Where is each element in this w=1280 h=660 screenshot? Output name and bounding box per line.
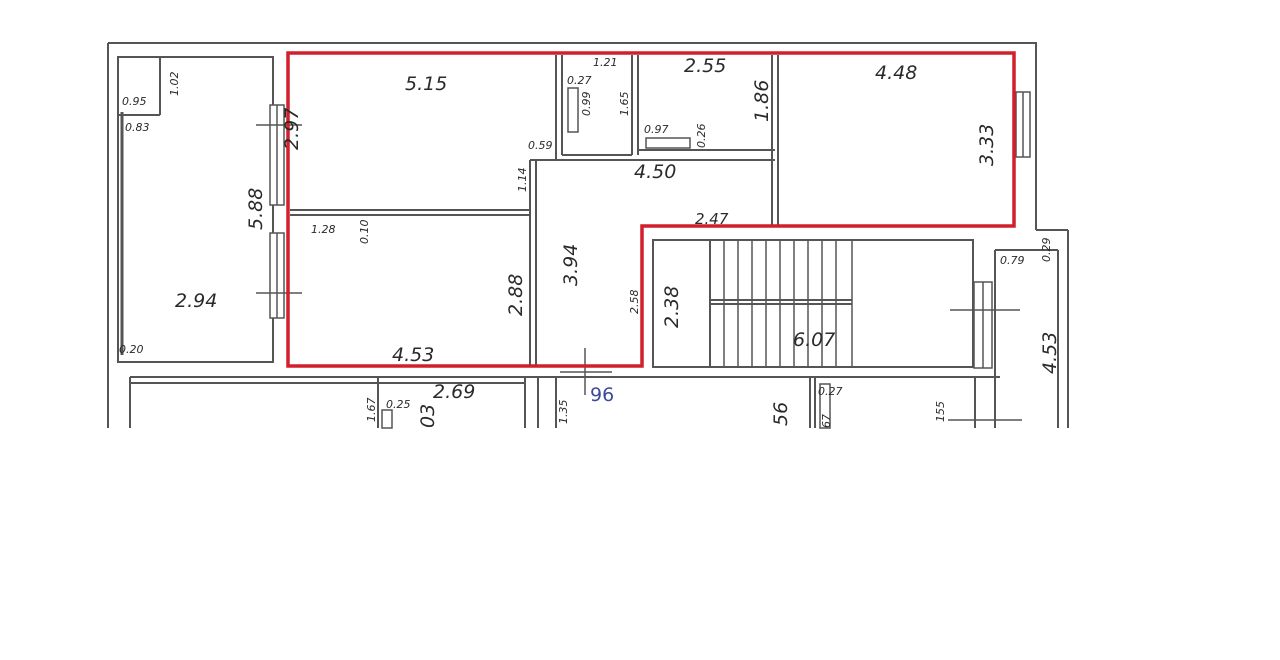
- label-96: 96: [590, 384, 614, 406]
- label-255: 2.55: [684, 55, 726, 77]
- label-294: 2.94: [175, 290, 217, 312]
- label-102: 1.02: [168, 72, 181, 97]
- label-247: 2.47: [695, 210, 729, 228]
- label-450: 4.50: [634, 161, 676, 183]
- label-095: 0.95: [122, 95, 147, 108]
- label-083: 0.83: [125, 121, 150, 134]
- label-020: 0.20: [119, 343, 144, 356]
- label-453a: 4.53: [392, 344, 434, 366]
- label-03: 03: [417, 404, 439, 428]
- label-394: 3.94: [560, 244, 582, 286]
- label-099: 0.99: [580, 92, 593, 117]
- label-269: 2.69: [433, 381, 475, 403]
- label-238: 2.38: [661, 286, 683, 328]
- label-135: 1.35: [557, 400, 570, 425]
- label-333: 3.33: [976, 124, 998, 166]
- label-288: 2.88: [505, 274, 527, 316]
- label-079: 0.79: [1000, 254, 1025, 267]
- axis-marks: [256, 124, 1022, 421]
- label-010: 0.10: [358, 220, 371, 245]
- label-453b: 4.53: [1039, 332, 1061, 374]
- label-025: 0.25: [386, 398, 411, 411]
- label-121: 1.21: [593, 56, 618, 69]
- apartment-highlight: [286, 51, 1016, 368]
- dimension-labels: 5.15 1.21 0.27 0.99 1.65 2.55 1.86 4.48 …: [119, 55, 1061, 428]
- label-097: 0.97: [644, 123, 669, 136]
- label-029: 0.29: [1040, 238, 1053, 263]
- label-297: 2.97: [281, 108, 303, 150]
- label-027a: 0.27: [567, 74, 592, 87]
- stair-treads: [723, 240, 853, 367]
- label-56: 56: [770, 402, 792, 426]
- windows: [269, 87, 1031, 429]
- label-515: 5.15: [405, 73, 447, 95]
- label-167: 1.67: [365, 398, 378, 423]
- walls: [107, 42, 1069, 428]
- label-258: 2.58: [628, 290, 641, 315]
- label-026: 0.26: [695, 124, 708, 149]
- label-128: 1.28: [311, 223, 336, 236]
- label-67: 67: [820, 414, 833, 428]
- label-059: 0.59: [528, 139, 553, 152]
- label-027b: 0.27: [818, 385, 843, 398]
- label-165: 1.65: [618, 92, 631, 117]
- label-114: 1.14: [516, 168, 529, 193]
- label-155: 155: [934, 401, 947, 422]
- label-186: 1.86: [751, 80, 773, 122]
- label-607: 6.07: [793, 329, 835, 351]
- label-588: 5.88: [245, 188, 267, 230]
- label-448: 4.48: [875, 62, 917, 84]
